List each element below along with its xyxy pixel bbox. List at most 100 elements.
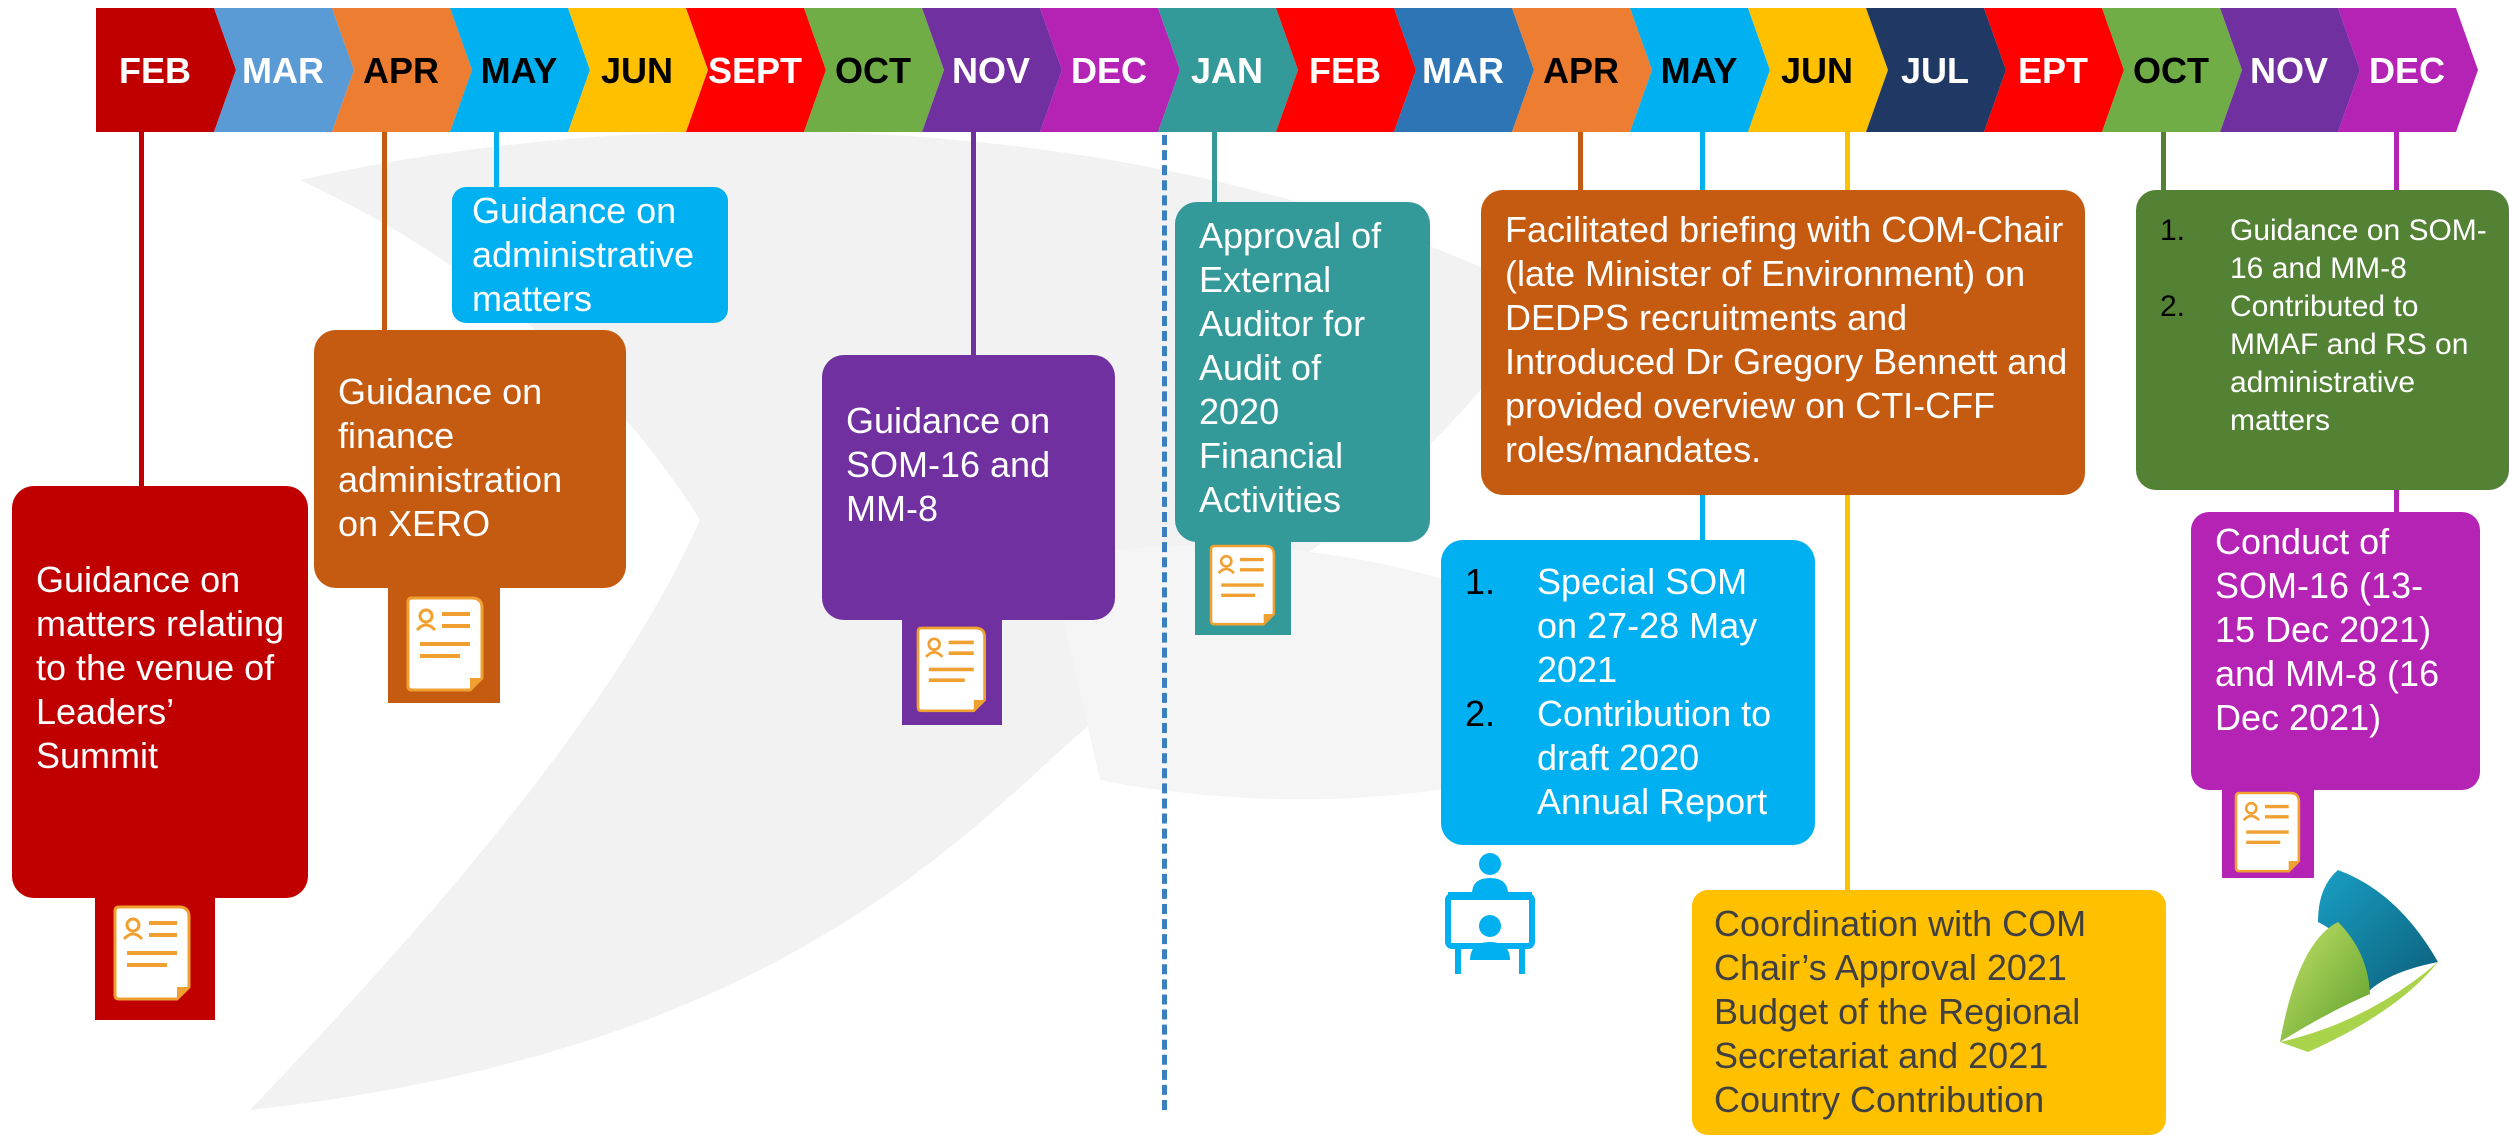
list-item: 2. Contributed to MMAF and RS on administ…	[2160, 288, 2499, 440]
connector-apr2	[1578, 132, 1583, 192]
month-chevron: DEC	[2338, 8, 2478, 132]
month-chevron-shape	[2220, 8, 2360, 132]
connector-feb	[139, 132, 144, 487]
month-chevron: MAY	[1630, 8, 1770, 132]
connector-oct2	[2161, 132, 2166, 192]
card-apr-briefing: Facilitated briefing with COM-Chair (lat…	[1481, 190, 2085, 495]
month-chevron-shape	[2338, 8, 2478, 132]
month-chevron: DEC	[1040, 8, 1180, 132]
month-label: JAN	[1191, 50, 1263, 91]
month-label: NOV	[2250, 50, 2328, 91]
card-apr-finance: Guidance on finance administration on XE…	[314, 330, 626, 588]
month-label: JUL	[1901, 50, 1969, 91]
month-chevron-shape	[922, 8, 1062, 132]
card-nov-som: Guidance on SOM-16 and MM-8	[822, 355, 1115, 620]
card-jan-auditor: Approval of External Auditor for Audit o…	[1175, 202, 1430, 542]
month-chevron: MAR	[1394, 8, 1534, 132]
connector-apr	[382, 132, 387, 332]
month-chevron: JAN	[1158, 8, 1298, 132]
month-chevron: MAY	[450, 8, 590, 132]
month-chevron-shape	[2102, 8, 2242, 132]
month-chevron-shape	[1630, 8, 1770, 132]
list-text: Contributed to MMAF and RS on administra…	[2230, 290, 2469, 437]
list-number: 1.	[1465, 561, 1496, 602]
month-label: APR	[1543, 50, 1619, 91]
month-chevron: OCT	[804, 8, 944, 132]
connector-nov	[971, 132, 976, 357]
month-label: JUN	[1781, 50, 1853, 91]
month-chevron: APR	[332, 8, 472, 132]
month-chevron: NOV	[922, 8, 1062, 132]
card-dec-conduct: Conduct of SOM-16 (13-15 Dec 2021) and M…	[2191, 512, 2480, 790]
document-icon	[95, 895, 215, 1020]
year-divider	[1162, 135, 1167, 1110]
month-chevron-shape	[332, 8, 472, 132]
month-chevron: FEB	[1276, 8, 1416, 132]
month-chevron-shape	[1394, 8, 1534, 132]
month-chevron-shape	[1040, 8, 1180, 132]
month-label: FEB	[1309, 50, 1381, 91]
month-label: JUN	[601, 50, 673, 91]
month-label: MAY	[481, 50, 558, 91]
month-label: MAR	[242, 50, 324, 91]
month-label: APR	[363, 50, 439, 91]
month-label: EPT	[2018, 50, 2088, 91]
month-chevron-shape	[1984, 8, 2124, 132]
month-label: OCT	[2133, 50, 2209, 91]
month-label: DEC	[2369, 50, 2445, 91]
month-chevron-shape	[1748, 8, 1888, 132]
list-text: Guidance on SOM-16 and MM-8	[2230, 214, 2487, 285]
list-item: 1.Guidance on SOM-16 and MM-8	[2160, 212, 2499, 288]
month-chevron: JUN	[1748, 8, 1888, 132]
card-may-admin: Guidance on administrative matters	[452, 187, 728, 323]
month-chevron-shape	[214, 8, 354, 132]
list-number: 2.	[1465, 693, 1496, 734]
month-chevron-shape	[1276, 8, 1416, 132]
month-chevron-shape	[686, 8, 826, 132]
card-oct-guidance: 1.Guidance on SOM-16 and MM-8 2. Contribu…	[2136, 190, 2509, 490]
list-text: Contribution to draft 2020 Annual Report	[1537, 693, 1772, 822]
list-item: 2. Contribution to draft 2020 Annual Repo…	[1465, 692, 1797, 824]
month-label: MAY	[1661, 50, 1738, 91]
card-may2-list: 1. Special SOM on 27-28 May 2021 2. Contri…	[1465, 560, 1797, 824]
month-label: OCT	[835, 50, 911, 91]
card-apr-text: Guidance on finance administration on XE…	[338, 371, 563, 544]
card-jan-text: Approval of External Auditor for Audit o…	[1199, 215, 1382, 520]
month-chevron: JUN	[568, 8, 708, 132]
month-label: NOV	[952, 50, 1030, 91]
month-chevron: OCT	[2102, 8, 2242, 132]
month-label: DEC	[1071, 50, 1147, 91]
document-icon	[2222, 788, 2314, 878]
card-jun2-text: Coordination with COM Chair’s Approval 2…	[1714, 903, 2087, 1120]
month-chevron-shape	[1512, 8, 1652, 132]
card-apr2-text: Facilitated briefing with COM-Chair (lat…	[1505, 209, 2068, 470]
connector-jan	[1212, 132, 1217, 204]
card-jun-coordination: Coordination with COM Chair’s Approval 2…	[1692, 890, 2166, 1135]
month-label: FEB	[119, 50, 191, 91]
month-chevron-shape	[1158, 8, 1298, 132]
list-number: 2.	[2160, 290, 2186, 323]
month-chevron: SEPT	[686, 8, 826, 132]
document-icon	[902, 620, 1002, 725]
month-chevron-shape	[1866, 8, 2006, 132]
list-text: Special SOM on 27-28 May 2021	[1537, 561, 1758, 690]
month-chevron: EPT	[1984, 8, 2124, 132]
month-chevron: JUL	[1866, 8, 2006, 132]
connector-may	[494, 132, 499, 192]
card-feb-leaders-summit: Guidance on matters relating to the venu…	[12, 486, 308, 898]
month-chevron: MAR	[214, 8, 354, 132]
card-may-text: Guidance on administrative matters	[472, 190, 695, 319]
card-may-special-som: 1. Special SOM on 27-28 May 2021 2. Contri…	[1441, 540, 1815, 845]
month-chevron-shape	[450, 8, 590, 132]
document-icon	[388, 588, 500, 703]
month-chevron-shape	[568, 8, 708, 132]
logo	[2280, 870, 2438, 1052]
month-chevron: FEB	[96, 8, 236, 132]
card-feb-text: Guidance on matters relating to the venu…	[36, 559, 285, 776]
document-icon	[1195, 540, 1291, 635]
card-nov-text: Guidance on SOM-16 and MM-8	[846, 400, 1051, 529]
month-chevron-shape	[96, 8, 236, 132]
meeting-icon	[1445, 853, 1535, 974]
list-item: 1. Special SOM on 27-28 May 2021	[1465, 560, 1797, 692]
